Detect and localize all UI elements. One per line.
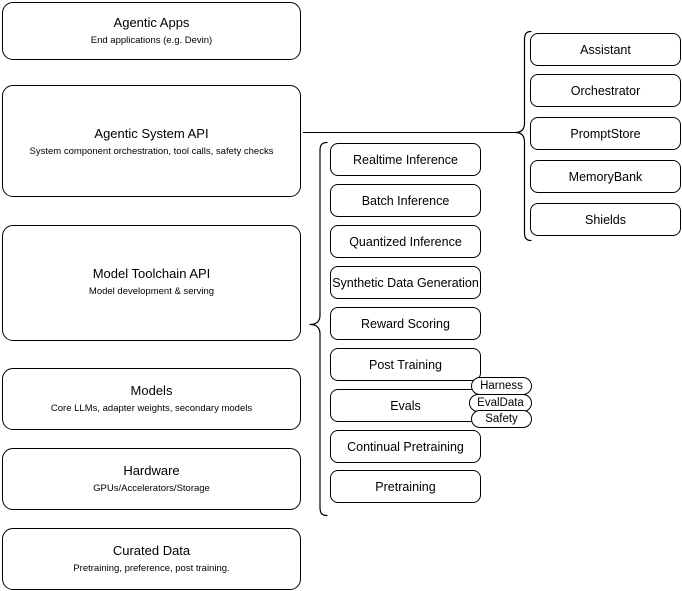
chip-label: Pretraining bbox=[375, 479, 436, 494]
evals-pill-harness[interactable]: Harness bbox=[471, 377, 532, 395]
connector-line-system-api-to-components bbox=[303, 132, 519, 133]
evals-pill-safety[interactable]: Safety bbox=[471, 410, 532, 428]
pill-label: EvalData bbox=[477, 396, 524, 409]
layer-subtitle: System component orchestration, tool cal… bbox=[29, 146, 274, 157]
chip-label: Continual Pretraining bbox=[347, 439, 464, 454]
toolchain-chip-batch-inference[interactable]: Batch Inference bbox=[330, 184, 481, 217]
system-chip-assistant[interactable]: Assistant bbox=[530, 33, 681, 66]
toolchain-chip-reward-scoring[interactable]: Reward Scoring bbox=[330, 307, 481, 340]
toolchain-chip-post-training[interactable]: Post Training bbox=[330, 348, 481, 381]
pill-label: Harness bbox=[480, 379, 523, 392]
toolchain-chip-evals[interactable]: Evals bbox=[330, 389, 481, 422]
layer-text-agentic-apps: Agentic Apps End applications (e.g. Devi… bbox=[91, 15, 212, 47]
layer-title: Curated Data bbox=[112, 543, 191, 558]
toolchain-chip-quantized-inference[interactable]: Quantized Inference bbox=[330, 225, 481, 258]
layer-box-agentic-apps[interactable]: Agentic Apps End applications (e.g. Devi… bbox=[2, 2, 301, 60]
toolchain-chip-pretraining[interactable]: Pretraining bbox=[330, 470, 481, 503]
chip-label: Shields bbox=[585, 212, 626, 227]
system-chip-orchestrator[interactable]: Orchestrator bbox=[530, 74, 681, 107]
layer-title: Models bbox=[130, 383, 173, 398]
layer-subtitle: Pretraining, preference, post training. bbox=[73, 563, 230, 574]
layer-title: Agentic Apps bbox=[113, 15, 190, 30]
layer-box-curated-data[interactable]: Curated Data Pretraining, preference, po… bbox=[2, 528, 301, 590]
brace-system-components bbox=[514, 30, 532, 242]
chip-label: PromptStore bbox=[570, 126, 641, 141]
system-chip-memorybank[interactable]: MemoryBank bbox=[530, 160, 681, 193]
layer-text-models: Models Core LLMs, adapter weights, secon… bbox=[51, 383, 252, 415]
layer-subtitle: Model development & serving bbox=[88, 286, 215, 297]
chip-label: Assistant bbox=[580, 42, 631, 57]
pill-label: Safety bbox=[485, 412, 518, 425]
layer-subtitle: End applications (e.g. Devin) bbox=[90, 35, 213, 46]
chip-label: Batch Inference bbox=[361, 193, 450, 208]
chip-label: Synthetic Data Generation bbox=[332, 275, 479, 290]
chip-label: Evals bbox=[390, 398, 421, 413]
toolchain-chip-realtime-inference[interactable]: Realtime Inference bbox=[330, 143, 481, 176]
layer-text-curated-data: Curated Data Pretraining, preference, po… bbox=[73, 543, 229, 575]
system-chip-shields[interactable]: Shields bbox=[530, 203, 681, 236]
toolchain-chip-synthetic-data-generation[interactable]: Synthetic Data Generation bbox=[330, 266, 481, 299]
toolchain-chip-continual-pretraining[interactable]: Continual Pretraining bbox=[330, 430, 481, 463]
layer-box-hardware[interactable]: Hardware GPUs/Accelerators/Storage bbox=[2, 448, 301, 510]
layer-title: Agentic System API bbox=[94, 126, 209, 141]
system-chip-promptstore[interactable]: PromptStore bbox=[530, 117, 681, 150]
layer-box-model-toolchain-api[interactable]: Model Toolchain API Model development & … bbox=[2, 225, 301, 341]
layer-subtitle: GPUs/Accelerators/Storage bbox=[93, 483, 210, 494]
chip-label: Reward Scoring bbox=[361, 316, 450, 331]
layer-subtitle: Core LLMs, adapter weights, secondary mo… bbox=[50, 403, 253, 414]
layer-title: Hardware bbox=[123, 463, 180, 478]
layer-text-agentic-system-api: Agentic System API System component orch… bbox=[30, 126, 274, 158]
layer-title: Model Toolchain API bbox=[92, 266, 211, 281]
chip-label: Quantized Inference bbox=[349, 234, 462, 249]
brace-toolchain-components bbox=[308, 141, 328, 517]
chip-label: MemoryBank bbox=[568, 169, 643, 184]
layer-box-agentic-system-api[interactable]: Agentic System API System component orch… bbox=[2, 85, 301, 197]
chip-label: Realtime Inference bbox=[353, 152, 458, 167]
chip-label: Orchestrator bbox=[570, 83, 641, 98]
layer-text-model-toolchain-api: Model Toolchain API Model development & … bbox=[89, 266, 214, 298]
chip-label: Post Training bbox=[369, 357, 442, 372]
layer-text-hardware: Hardware GPUs/Accelerators/Storage bbox=[93, 463, 210, 495]
layer-box-models[interactable]: Models Core LLMs, adapter weights, secon… bbox=[2, 368, 301, 430]
